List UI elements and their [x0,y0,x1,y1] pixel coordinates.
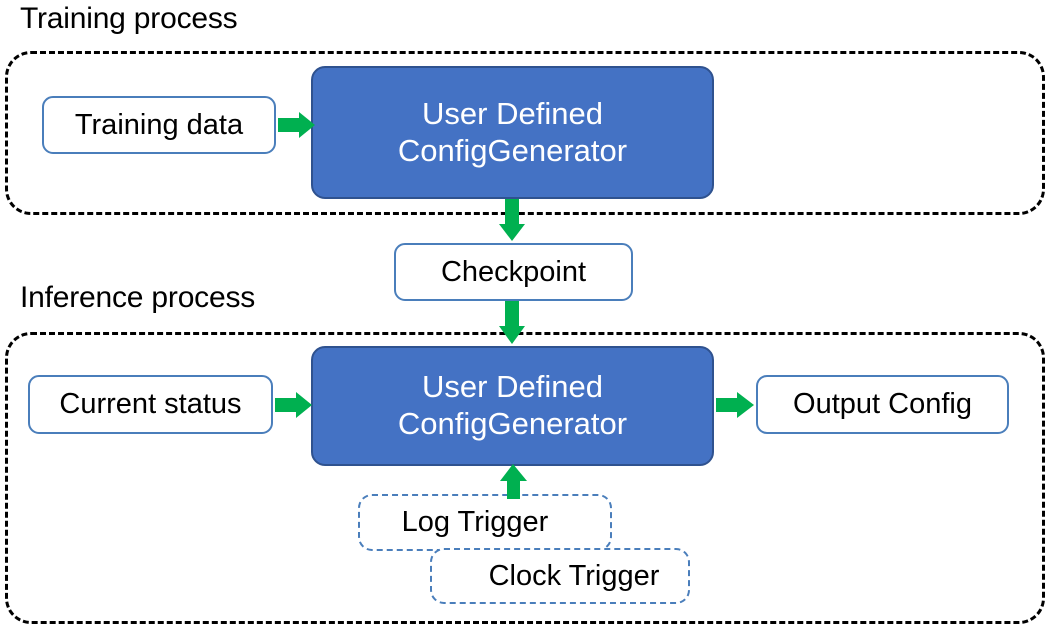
node-current-status-label: Current status [59,388,242,421]
node-training-config-generator-line1: User Defined [422,95,603,131]
node-clock-trigger[interactable]: Clock Trigger [430,548,690,604]
node-current-status[interactable]: Current status [28,375,273,434]
node-training-config-generator-line2: ConfigGenerator [397,132,628,168]
node-checkpoint[interactable]: Checkpoint [394,243,633,301]
node-training-config-generator[interactable]: User Defined ConfigGenerator [311,66,714,199]
training-process-container [5,51,1045,215]
section-caption-inference: Inference process [20,281,256,314]
node-training-data-label: Training data [74,108,244,141]
node-checkpoint-label: Checkpoint [440,255,587,288]
node-inference-config-generator-label: User Defined ConfigGenerator [398,369,627,442]
node-output-config-label: Output Config [793,388,972,421]
node-inference-config-generator[interactable]: User Defined ConfigGenerator [311,346,714,466]
node-training-config-generator-label: User Defined ConfigGenerator [398,96,627,169]
section-caption-training: Training process [20,2,238,35]
inference-process-container [5,332,1045,624]
node-log-trigger[interactable]: Log Trigger [358,494,612,551]
node-inference-config-generator-line2: ConfigGenerator [397,406,628,441]
node-training-data[interactable]: Training data [42,96,276,154]
node-output-config[interactable]: Output Config [756,375,1009,434]
node-inference-config-generator-line1: User Defined [422,369,603,405]
node-log-trigger-label: Log Trigger [401,506,549,539]
node-clock-trigger-label: Clock Trigger [488,559,660,592]
